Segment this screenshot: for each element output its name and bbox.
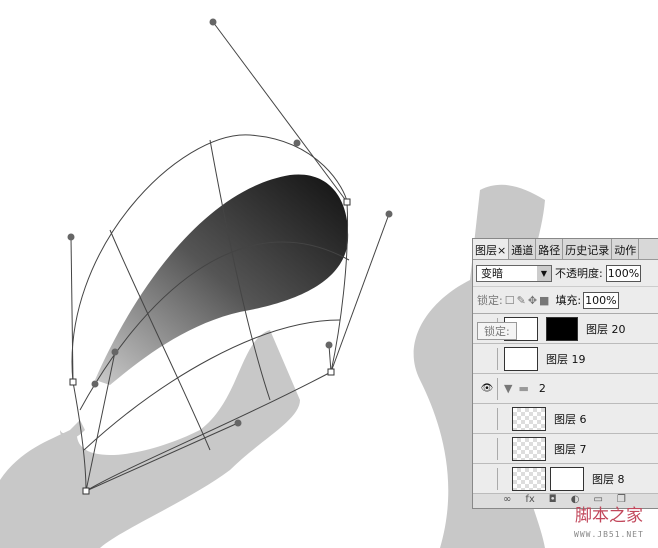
tooltip: 锁定: [477,322,517,340]
watermark-url: WWW.JB51.NET [574,530,644,539]
eye-icon[interactable]: 👁 [477,377,498,400]
layer-name: 图层 20 [586,322,626,336]
panel-tabs: 图层× 通道 路径 历史记录 动作 [473,239,658,260]
layer-name: 图层 8 [592,472,625,486]
lock-move-icon[interactable]: ✥ [527,293,538,307]
layers-panel: 图层× 通道 路径 历史记录 动作 变暗 ▼ 不透明度: 100% 锁定: ☐ ✎… [472,238,658,509]
gray-silhouette-left [0,330,300,548]
warp-handles[interactable] [67,18,393,427]
close-icon[interactable]: × [497,244,507,257]
fill-label: 填充: [555,294,582,307]
tab-label: 图层 [475,244,497,257]
layer-row[interactable]: 图层 8 [473,464,658,494]
fill-input[interactable]: 100% [583,291,619,309]
layer-name: 图层 19 [546,352,586,366]
layer-row[interactable]: 图层 19 [473,344,658,374]
layer-name: 图层 7 [554,442,587,456]
panel-footer: ∞ fx ◘ ◐ ▭ ❐ [473,494,658,508]
layer-thumbnail [512,406,546,431]
tab-layers[interactable]: 图层× [473,239,510,259]
layer-name: 2 [538,382,546,395]
visibility-toggle[interactable] [477,347,498,370]
layer-thumbnail [512,466,546,491]
layer-mask-thumbnail [546,316,578,341]
lock-transparency-icon[interactable]: ☐ [504,293,515,307]
lock-label: 锁定: [477,294,503,307]
layer-name: 图层 6 [554,412,587,426]
disclosure-triangle-icon[interactable]: ▼ [504,382,513,395]
opacity-label: 不透明度: [555,267,603,280]
mask-icon[interactable]: ◘ [548,494,557,505]
lock-icon[interactable]: ■ [539,293,550,307]
tab-paths[interactable]: 路径 [536,239,564,259]
visibility-toggle[interactable] [477,407,498,430]
lock-brush-icon[interactable]: ✎ [516,293,526,307]
folder-icon: ▬ [518,382,529,395]
opacity-input[interactable]: 100% [605,264,642,282]
visibility-toggle[interactable] [477,437,498,460]
blend-mode-select[interactable]: 变暗 ▼ [476,264,552,282]
folder-icon[interactable]: ▭ [593,494,603,505]
layer-row[interactable]: 图层 20 锁定: [473,314,658,344]
tab-actions[interactable]: 动作 [612,239,640,259]
chevron-down-icon: ▼ [537,265,551,281]
warp-mesh [70,21,390,492]
adjustment-icon[interactable]: ◐ [570,494,580,505]
layer-thumbnail [512,436,546,461]
link-icon[interactable]: ∞ [503,494,512,505]
tab-history[interactable]: 历史记录 [563,239,613,259]
ink-brush-stroke [95,174,349,385]
visibility-toggle[interactable] [477,467,498,490]
fx-icon[interactable]: fx [525,494,535,505]
layer-thumbnail [504,346,538,371]
layer-group-row[interactable]: 👁 ▼ ▬ 2 [473,374,658,404]
layer-row[interactable]: 图层 7 [473,434,658,464]
layer-row[interactable]: 图层 6 [473,404,658,434]
blend-mode-value: 变暗 [481,267,503,280]
watermark-title: 脚本之家 [575,506,643,526]
layer-mask-thumbnail [550,466,584,491]
new-layer-icon[interactable]: ❐ [616,494,626,505]
tab-channels[interactable]: 通道 [509,239,537,259]
gray-silhouette-tip [60,420,85,440]
warp-anchors[interactable] [69,198,351,495]
